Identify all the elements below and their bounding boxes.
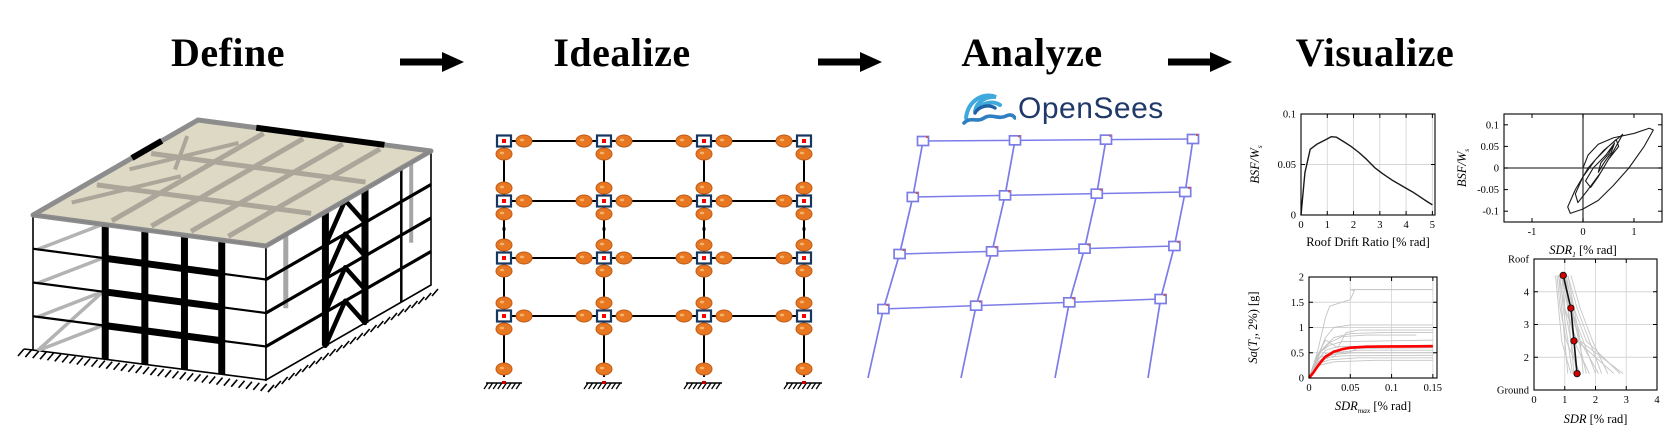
x-tick-label: 0.05	[1341, 383, 1359, 394]
x-tick-label: 0.15	[1424, 383, 1442, 394]
step-title-visualize: Visualize	[1295, 30, 1455, 75]
step-title-analyze: Analyze	[961, 30, 1103, 75]
y-tick-label: 1.5	[1291, 298, 1304, 309]
x-tick-label: 3	[1624, 395, 1629, 406]
x-tick-label: 1	[1562, 395, 1567, 406]
opensees-logo-text: OpenSees	[1018, 92, 1164, 125]
flow-arrow-icon	[400, 52, 464, 72]
y-tick-label: 0.5	[1291, 348, 1304, 359]
opensees-logo: OpenSees	[962, 86, 1172, 132]
x-tick-label: 5	[1430, 220, 1435, 231]
x-tick-label: 1	[1325, 220, 1330, 231]
x-axis-label: SDR1 [% rad]	[1549, 243, 1617, 259]
flow-arrow-icon	[1168, 52, 1232, 72]
step-title-define: Define	[170, 30, 286, 75]
y-tick-label: 0	[1291, 211, 1296, 222]
y-tick-label: 0.1	[1486, 120, 1499, 131]
x-tick-label: 0	[1531, 395, 1536, 406]
y-tick-label: -0.05	[1477, 185, 1499, 196]
y-axis-label: BSF/Ws	[1248, 145, 1264, 183]
y-tick-label: 0.05	[1278, 160, 1296, 171]
x-tick-label: 3	[1377, 220, 1382, 231]
x-tick-label: 4	[1403, 220, 1409, 231]
opensees-wave-icon	[962, 93, 1016, 125]
x-tick-label: 1	[1631, 227, 1636, 238]
x-tick-label: 0	[1306, 383, 1311, 394]
x-tick-label: 4	[1654, 395, 1660, 406]
y-tick-label: 4	[1524, 287, 1530, 298]
y-tick-label: 0.1	[1283, 110, 1296, 121]
deformed-frame-illustration	[867, 133, 1200, 379]
x-axis-label: SDRmax [% rad]	[1335, 399, 1411, 415]
x-tick-label: 2	[1351, 220, 1356, 231]
y-tick-label: 1	[1299, 323, 1304, 334]
y-tick-label: 2	[1524, 353, 1529, 364]
y-axis-label: BSF/Ws	[1456, 149, 1471, 187]
x-tick-label: 0.1	[1385, 383, 1398, 394]
y-tick-label: 0	[1299, 374, 1304, 385]
y-tick-label: 2	[1299, 273, 1304, 284]
x-tick-label: 0	[1580, 227, 1585, 238]
x-tick-label: 0	[1298, 220, 1303, 231]
y-tick-label: 0	[1494, 164, 1499, 175]
y-tick-label: Roof	[1508, 255, 1530, 266]
y-tick-label: 3	[1524, 320, 1529, 331]
flow-arrow-icon	[818, 52, 882, 72]
x-tick-label: -1	[1528, 227, 1537, 238]
x-axis-label: Roof Drift Ratio [% rad]	[1306, 235, 1430, 249]
x-axis-label: SDR [% rad]	[1564, 412, 1628, 426]
step-title-idealize: Idealize	[553, 30, 691, 75]
idealized-frame-illustration	[483, 134, 822, 390]
y-tick-label: Ground	[1497, 386, 1530, 397]
building-3d-illustration	[17, 117, 439, 393]
y-axis-label: Sa(T1, 2%) [g]	[1246, 291, 1262, 363]
x-tick-label: 2	[1593, 395, 1598, 406]
y-tick-label: -0.1	[1482, 207, 1499, 218]
y-tick-label: 0.05	[1481, 142, 1499, 153]
